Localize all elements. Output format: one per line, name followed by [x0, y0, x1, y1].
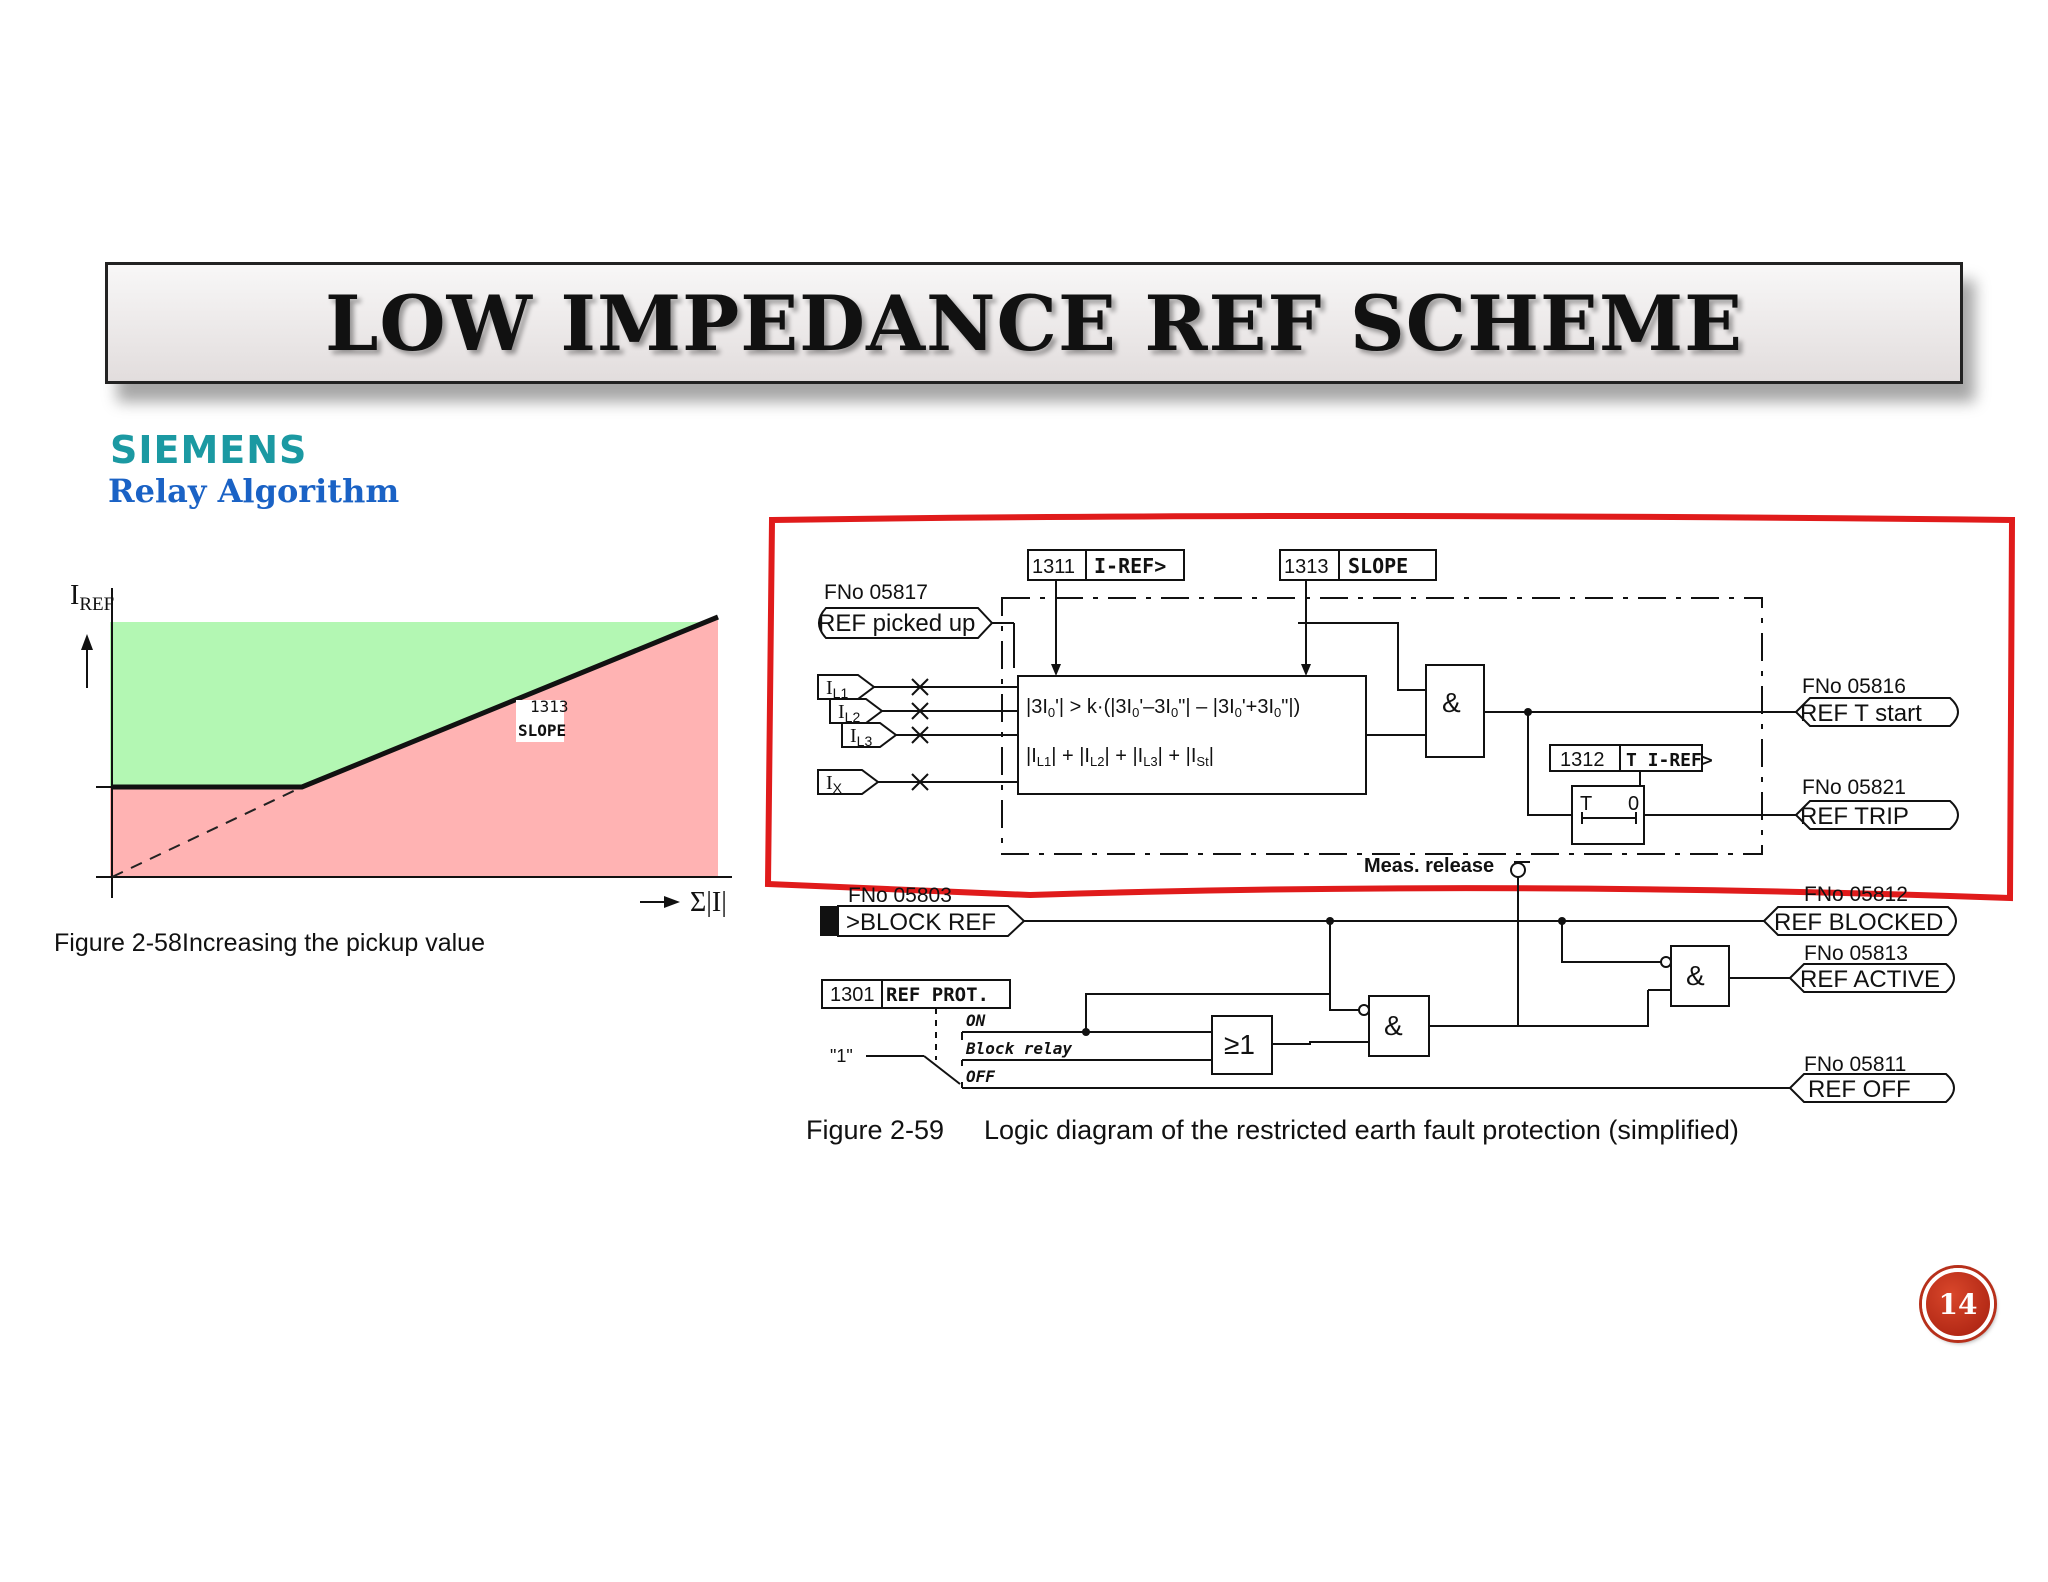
param-tref-name: T I-REF> [1626, 750, 1713, 771]
measurement-formula-2: |IL1| + |IL2| + |IL3| + |ISt| [1026, 745, 1214, 769]
wire [1527, 712, 1572, 816]
wire [1518, 990, 1649, 1027]
wire [1272, 1041, 1369, 1045]
slope-param-name: SLOPE [518, 721, 566, 740]
y-axis-label: IREF [70, 580, 114, 615]
switch-on: ON [966, 1011, 986, 1030]
param-arrowhead [1051, 664, 1061, 676]
input-x: IX [826, 772, 843, 796]
fig59-caption-number: Figure 2-59 [806, 1115, 944, 1145]
fno-tstart: FNo 05816 [1802, 675, 1906, 698]
and-gate-release [1368, 995, 1430, 1057]
label-tstart-frame [1794, 697, 1959, 727]
label-trip-frame [1794, 800, 1959, 830]
wire [1429, 877, 1519, 1027]
input-l1: IL1 [826, 677, 848, 701]
subtitle: Relay Algorithm [108, 472, 400, 510]
fig59-caption: Logic diagram of the restricted earth fa… [984, 1115, 1739, 1145]
label-picked-frame [818, 607, 994, 639]
negation-circle [1510, 862, 1526, 878]
param-arrowhead [1301, 664, 1311, 676]
switch-block: Block relay [965, 1039, 1072, 1058]
param-tref-number: 1312 [1560, 749, 1605, 771]
label-trip: REF TRIP [1800, 803, 1909, 830]
wire [1329, 921, 1364, 1011]
wire [1298, 622, 1426, 691]
title-banner: LOW IMPEDANCE REF SCHEME [105, 262, 1963, 384]
slope-param-number: 1313 [530, 697, 569, 716]
page-number-badge: 14 [1922, 1268, 1994, 1340]
param-iref-name: I-REF> [1094, 554, 1166, 578]
input-l3: IL3 [850, 725, 872, 749]
and-gate-symbol: & [1686, 960, 1705, 991]
or-gate-symbol: ≥1 [1224, 1029, 1255, 1060]
fno-active: FNo 05813 [1804, 942, 1908, 965]
param-box-tref [1549, 744, 1703, 772]
fno-blocked: FNo 05812 [1804, 883, 1908, 906]
characteristic-curve [112, 614, 719, 790]
negation-circle [1358, 1004, 1370, 1016]
param-slope-number: 1313 [1284, 556, 1329, 578]
param-box-iref [1027, 549, 1185, 581]
wire [1561, 921, 1666, 963]
label-blocked: REF BLOCKED [1774, 909, 1943, 936]
and-gate-pickup [1425, 664, 1485, 758]
label-off-frame [1788, 1073, 1955, 1103]
fno-off: FNo 05811 [1804, 1053, 1906, 1076]
label-active-frame [1788, 963, 1955, 993]
const-one: "1" [830, 1046, 853, 1066]
page-title: LOW IMPEDANCE REF SCHEME [324, 278, 1744, 368]
y-arrowhead [81, 634, 93, 650]
label-tstart: REF T start [1800, 700, 1922, 727]
timer-0: 0 [1628, 793, 1639, 815]
measurement-block [1017, 675, 1367, 795]
slope-param-box [516, 700, 564, 742]
meas-release: Meas. release [1364, 855, 1494, 877]
x-axis-label: Σ|I| [690, 887, 727, 918]
fig58-caption-number: Figure 2-58 [54, 929, 182, 957]
param-slope-name: SLOPE [1348, 554, 1408, 578]
and-gate-symbol: & [1442, 687, 1461, 718]
measuring-area [1001, 597, 1763, 855]
label-off: REF OFF [1808, 1076, 1911, 1103]
label-active: REF ACTIVE [1800, 966, 1940, 993]
label-block-frame [837, 905, 1026, 937]
switch-lever [923, 1055, 961, 1085]
label-picked: REF picked up [818, 610, 975, 637]
block-input-marker [820, 906, 838, 936]
param-prot-name: REF PROT. [886, 984, 989, 1006]
fno-block: FNo 05803 [848, 884, 952, 907]
x-arrowhead [664, 896, 680, 908]
timer-t: T [1580, 793, 1592, 815]
wire [1085, 993, 1330, 1032]
and-gate-symbol: & [1384, 1010, 1403, 1041]
fno-trip: FNo 05821 [1802, 776, 1906, 799]
and-gate-active [1670, 945, 1730, 1007]
current-inputs [817, 674, 1018, 795]
input-l2: IL2 [838, 701, 860, 725]
fno-picked: FNo 05817 [824, 581, 928, 604]
switch-off: OFF [966, 1067, 995, 1086]
wire [1518, 962, 1624, 1026]
param-box-prot [821, 979, 1011, 1009]
trip-region [110, 618, 718, 877]
param-iref-number: 1311 [1032, 556, 1075, 578]
extension-line [111, 786, 303, 878]
label-block: >BLOCK REF [846, 909, 996, 936]
or-gate [1211, 1015, 1273, 1075]
highlight-frame [764, 513, 2016, 902]
label-blocked-frame [1762, 906, 1957, 936]
param-box-slope [1279, 549, 1437, 581]
measurement-formula-1: |3I0'| > k·(|3I0'–3I0"| – |3I0'+3I0"|) [1026, 696, 1300, 720]
negation-circle [1660, 956, 1672, 968]
brand-logo-text: SIEMENS [110, 428, 308, 472]
fig58-caption: Increasing the pickup value [182, 929, 485, 957]
param-prot-number: 1301 [830, 984, 875, 1006]
